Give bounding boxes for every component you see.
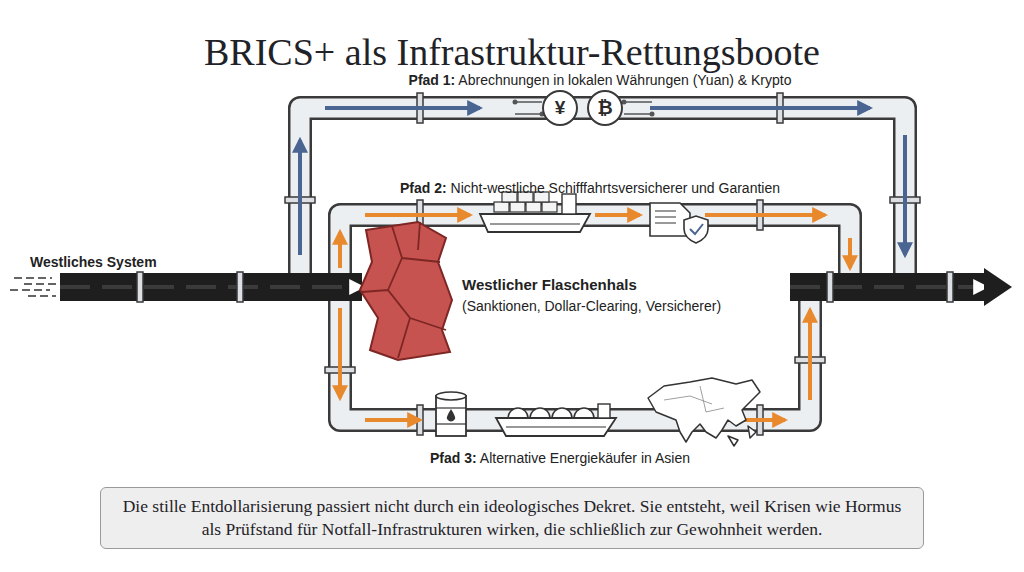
pipe-flange xyxy=(827,272,833,302)
flow-arrow xyxy=(705,213,825,217)
flow-arrow xyxy=(325,106,480,110)
speed-line xyxy=(24,283,56,285)
speed-line xyxy=(14,277,52,279)
flow-arrow xyxy=(365,418,420,422)
circuit-line xyxy=(624,101,652,103)
circuit-line xyxy=(515,101,542,103)
flow-arrow xyxy=(595,213,640,217)
path-label: Pfad 3: Alternative Energiekäufer in Asi… xyxy=(430,450,690,466)
circuit-line xyxy=(624,113,652,115)
main-flow xyxy=(60,285,362,289)
circuit-dot xyxy=(650,112,655,117)
flow-arrow xyxy=(365,213,470,217)
path-label: Pfad 1: Abrechnungen in lokalen Währunge… xyxy=(409,72,792,88)
map-borders xyxy=(664,386,724,412)
bottleneck-label: Westlicher Flaschenhals xyxy=(462,276,637,293)
caption-text: Die stille Entdollarisierung passiert ni… xyxy=(115,495,909,541)
oil-barrel xyxy=(436,392,466,436)
speed-line xyxy=(28,295,56,297)
input-label: Westliches System xyxy=(30,254,157,270)
western-main-pipe xyxy=(60,273,362,301)
pipe-flange xyxy=(237,272,243,302)
lng-tanker xyxy=(496,404,616,436)
bottleneck-wall xyxy=(360,222,452,360)
pipe-flange xyxy=(137,272,143,302)
flow-arrow xyxy=(338,232,342,268)
flow-arrow xyxy=(650,106,870,110)
circuit-line xyxy=(515,113,542,115)
flow-arrow xyxy=(848,238,852,268)
bitcoin-coin: ₿ xyxy=(587,90,623,126)
speed-line xyxy=(10,289,50,291)
flow-arrow xyxy=(903,135,907,255)
western-main-pipe xyxy=(790,273,986,301)
flow-arrow xyxy=(298,140,302,255)
wall-crack xyxy=(362,222,446,358)
bottleneck-detail: (Sanktionen, Dollar-Clearing, Versichere… xyxy=(462,298,721,314)
diagram-title: BRICS+ als Infrastruktur-Rettungsboote xyxy=(204,30,820,74)
guarantee-document xyxy=(650,203,708,243)
caption-box: Die stille Entdollarisierung passiert ni… xyxy=(100,487,924,549)
container-ship xyxy=(480,192,590,232)
asia-map xyxy=(648,378,760,446)
circuit-dot xyxy=(513,100,518,105)
flow-arrow xyxy=(338,308,342,398)
pipe-flange xyxy=(947,272,953,302)
main-flow xyxy=(790,285,986,289)
path-label: Pfad 2: Nicht-westliche Schifffahrtsvers… xyxy=(400,180,780,196)
output-arrowhead xyxy=(984,268,1012,306)
yuan-coin: ¥ xyxy=(542,90,578,126)
flow-arrow xyxy=(808,310,812,400)
